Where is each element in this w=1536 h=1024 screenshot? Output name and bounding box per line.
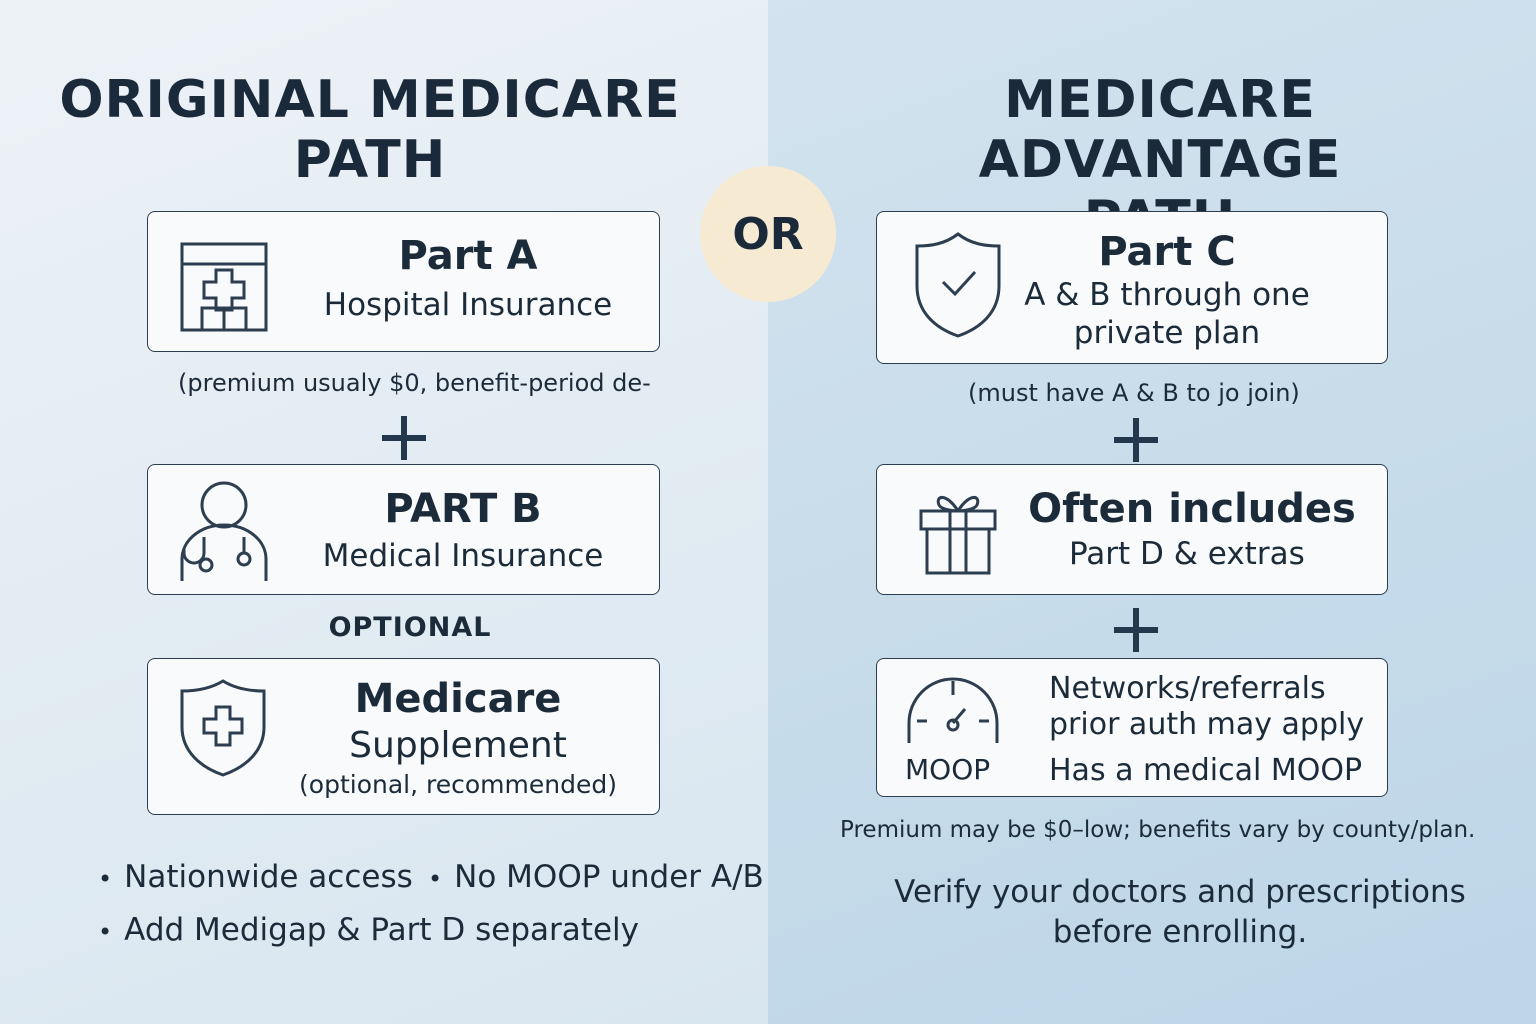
part-b-heading: PART B [384, 486, 542, 532]
part-b-text: PART B Medical Insurance [298, 485, 628, 575]
shield-plus-icon [180, 679, 266, 777]
supplement-text: Medicare Supplement (optional, recommend… [288, 675, 628, 801]
moop-card: MOOP Networks/referrals prior auth may a… [876, 658, 1388, 797]
supplement-note: (optional, recommended) [299, 770, 617, 799]
part-c-subtitle-line: A & B through one [1024, 277, 1310, 313]
moop-text: Networks/referrals prior auth may apply … [1049, 671, 1379, 789]
or-badge: OR [700, 166, 836, 302]
title-line: ORIGINAL MEDICARE [59, 70, 681, 130]
bullet-item: • No MOOP under A/B [428, 858, 764, 898]
or-label: OR [732, 208, 804, 260]
moop-line: Networks/referrals [1049, 671, 1326, 706]
moop-icon-label: MOOP [905, 753, 991, 786]
bullet-text: Nationwide access [124, 859, 413, 895]
bullet-dot: • [428, 865, 443, 893]
supplement-heading: Medicare [354, 676, 562, 722]
doctor-icon [180, 481, 268, 581]
title-line: PATH [293, 130, 447, 190]
moop-line: prior auth may apply [1049, 707, 1365, 742]
includes-card: Often includes Part D & extras [876, 464, 1388, 595]
includes-text: Often includes Part D & extras [1027, 485, 1357, 573]
part-c-subtitle-line: private plan [1073, 315, 1261, 351]
part-a-note: (premium usualy $0, benefit-period de- [178, 369, 651, 397]
bullet-text: Add Medigap & Part D separately [124, 912, 639, 948]
part-a-heading: Part A [398, 233, 538, 279]
part-a-card: Part A Hospital Insurance [147, 211, 660, 352]
includes-heading: Often includes [1028, 486, 1356, 532]
part-c-note: (must have A & B to jo join) [968, 379, 1300, 407]
shield-check-icon [915, 232, 1001, 338]
includes-subtitle: Part D & extras [1069, 536, 1305, 572]
bullet-dot: • [98, 918, 113, 946]
supplement-subtitle: Supplement [349, 725, 567, 766]
bullet-text: No MOOP under A/B [454, 859, 764, 895]
title-line: MEDICARE ADVANTAGE [978, 70, 1342, 190]
gift-icon [919, 496, 997, 575]
plus-icon [382, 416, 426, 460]
plus-icon [1114, 418, 1158, 462]
premium-note: Premium may be $0–low; benefits vary by … [840, 817, 1476, 843]
original-medicare-title: ORIGINAL MEDICARE PATH [40, 70, 700, 190]
part-c-text: Part C A & B through one private plan [1017, 228, 1317, 352]
moop-line: Has a medical MOOP [1049, 753, 1363, 788]
gauge-icon [907, 677, 999, 743]
verify-line: before enrolling. [1052, 914, 1308, 950]
supplement-card: Medicare Supplement (optional, recommend… [147, 658, 660, 815]
bullet-dot: • [98, 865, 113, 893]
hospital-icon [180, 242, 268, 332]
verify-message: Verify your doctors and prescriptions be… [880, 872, 1480, 952]
bullet-item: • Add Medigap & Part D separately [98, 911, 639, 951]
part-b-subtitle: Medical Insurance [322, 538, 604, 574]
part-b-card: PART B Medical Insurance [147, 464, 660, 595]
part-a-subtitle: Hospital Insurance [323, 287, 613, 323]
verify-line: Verify your doctors and prescriptions [894, 874, 1466, 910]
plus-icon [1114, 608, 1158, 652]
optional-label: OPTIONAL [328, 612, 492, 643]
part-c-heading: Part C [1098, 229, 1236, 275]
part-a-text: Part A Hospital Insurance [298, 232, 638, 324]
part-c-card: Part C A & B through one private plan [876, 211, 1388, 364]
bullet-item: • Nationwide access [98, 858, 413, 898]
